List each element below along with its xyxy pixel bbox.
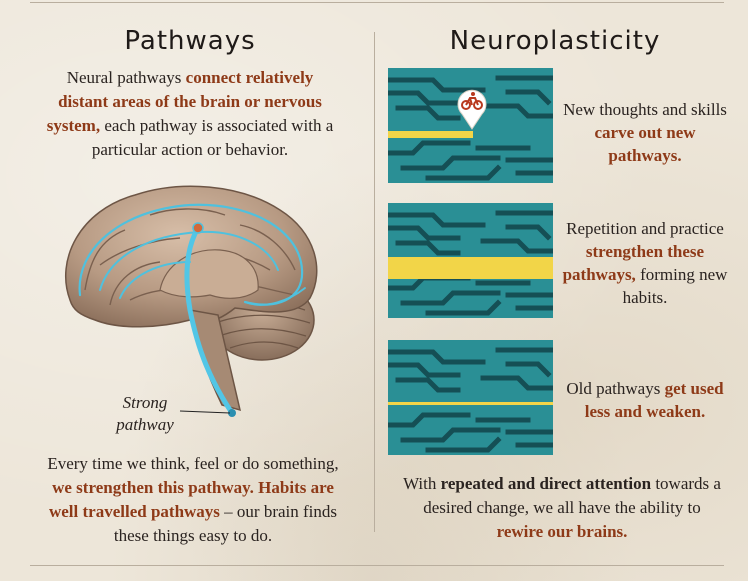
panel-2-highlight: strengthen these pathways, xyxy=(562,242,705,284)
intro-text-2: each pathway is associated with a partic… xyxy=(91,116,334,159)
maze-pattern xyxy=(388,75,553,181)
maze-pattern xyxy=(388,210,553,316)
np-outro-text-0: With xyxy=(403,474,441,493)
neuroplasticity-title: Neuroplasticity xyxy=(449,26,661,56)
new-pathway-panel xyxy=(388,68,553,183)
weakened-pathway-panel xyxy=(388,340,553,455)
neuroplasticity-outro: With repeated and direct attention towar… xyxy=(402,472,722,544)
center-divider xyxy=(374,32,375,532)
intro-highlight: connect relatively distant areas of the … xyxy=(46,68,322,135)
brain-illustration xyxy=(65,185,318,417)
panel-1-highlight: carve out new pathways. xyxy=(594,123,696,165)
intro-text-1: Neural pathways xyxy=(66,68,186,87)
pathways-outro: Every time we think, feel or do somethin… xyxy=(38,452,348,548)
maze-pattern xyxy=(388,347,553,453)
outro-text-1: Every time we think, feel or do somethin… xyxy=(47,454,339,473)
strengthened-pathway-panel xyxy=(388,203,553,318)
panel-1-caption: New thoughts and skills carve out new pa… xyxy=(560,98,730,167)
panel-3-text: Old pathways xyxy=(566,379,665,398)
bottom-divider xyxy=(30,565,724,566)
strong-pathway-line xyxy=(184,225,235,416)
np-outro-text-1: towards a desired change, we all have th… xyxy=(423,474,721,517)
panel-3-caption: Old pathways get used less and weaken. xyxy=(560,377,730,423)
bicycle-pin-icon xyxy=(457,89,487,130)
strong-label-line-2: pathway xyxy=(116,415,174,434)
pathways-intro: Neural pathways connect relatively dista… xyxy=(40,66,340,162)
top-divider xyxy=(30,2,724,3)
panel-2-caption: Repetition and practice strengthen these… xyxy=(560,217,730,309)
outro-text-2: – our brain finds these things easy to d… xyxy=(113,502,338,545)
strong-label-line-1: Strong xyxy=(122,393,168,412)
panel-2-text: Repetition and practice xyxy=(566,219,724,238)
panel-1-text: New thoughts and skills xyxy=(563,100,727,119)
np-outro-highlight: rewire our brains. xyxy=(496,522,628,541)
outro-highlight: we strengthen this pathway. Habits are w… xyxy=(48,478,334,521)
panel-3-highlight: get used less and weaken. xyxy=(584,379,724,421)
strong-pathway-label: Strong pathway xyxy=(100,392,190,436)
pathways-title: Pathways xyxy=(124,26,256,56)
np-outro-bold: repeated and direct attention xyxy=(440,474,652,493)
panel-2-text-2: forming new habits. xyxy=(622,265,728,307)
